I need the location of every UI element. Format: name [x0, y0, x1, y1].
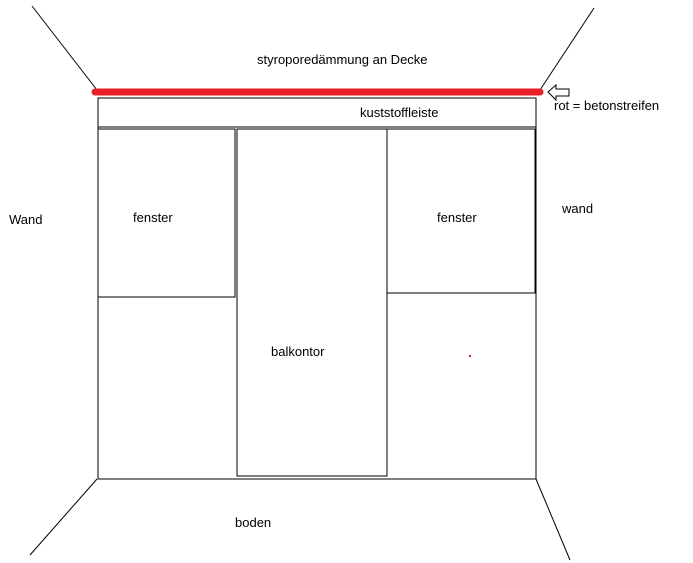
wall-left-label: Wand	[9, 212, 43, 227]
window-right	[386, 128, 536, 294]
window-left	[97, 128, 236, 298]
corner-line-bottom-right	[535, 478, 571, 561]
balcony-door-label: balkontor	[271, 344, 325, 359]
wall-outline	[97, 97, 537, 480]
plastic-strip	[97, 97, 537, 128]
corner-line-top-left	[31, 5, 98, 91]
plastic-strip-label: kuststoffleiste	[360, 105, 439, 120]
floor-label: boden	[235, 515, 272, 530]
window-left-label: fenster	[133, 210, 173, 225]
stray-dot	[469, 355, 471, 357]
corner-line-top-right	[539, 7, 595, 91]
wall-right-label: wand	[562, 201, 594, 216]
corner-line-bottom-left	[29, 478, 98, 556]
arrow-left-icon	[547, 83, 570, 102]
window-right-label: fenster	[437, 210, 477, 225]
legend-label: rot = betonstreifen	[554, 98, 660, 113]
balcony-door	[236, 128, 388, 477]
ceiling-label: styroporedämmung an Decke	[257, 52, 428, 67]
